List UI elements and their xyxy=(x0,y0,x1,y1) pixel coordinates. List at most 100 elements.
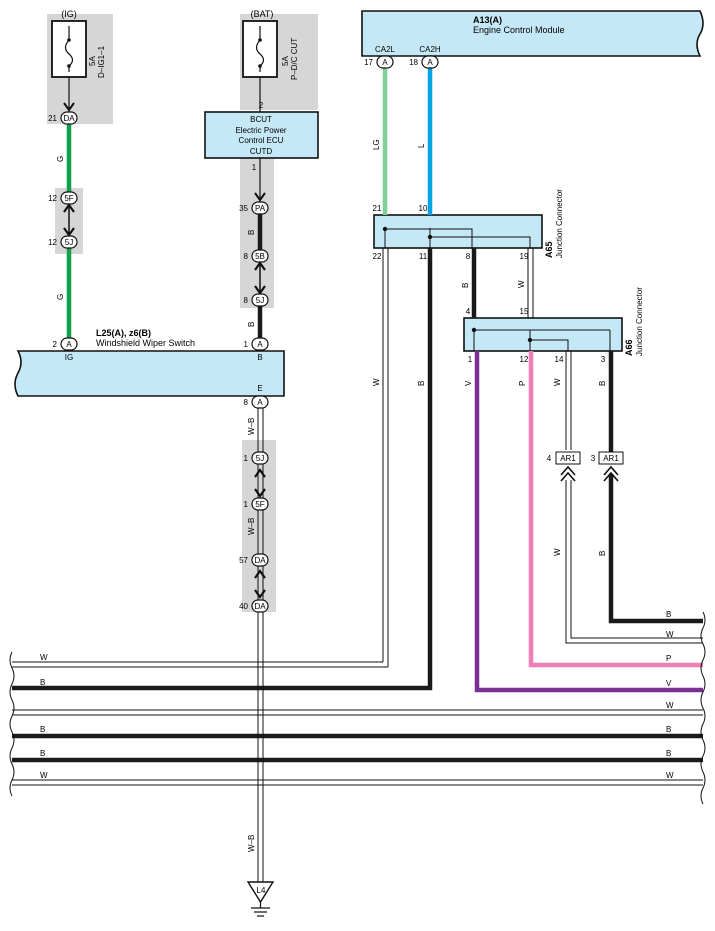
wire-label-v1: V xyxy=(464,380,473,386)
epc-name-1: Electric Power xyxy=(235,126,286,135)
epc-ecu-box xyxy=(204,111,319,159)
ig-source-label: (IG) xyxy=(61,9,77,19)
wire-label-w22: W xyxy=(372,378,381,386)
ar1-label-w: AR1 xyxy=(560,454,576,463)
pill-ig-a: A2 xyxy=(53,337,78,351)
wiper-pin-ig: IG xyxy=(65,353,73,362)
bus-label-r-b3: B xyxy=(666,749,671,758)
ar1-box-w xyxy=(555,451,581,465)
pill-gnd-da2-label: DA xyxy=(254,602,266,611)
bus-label-r-w3: W xyxy=(666,771,674,780)
wire-label-wb2: W–B xyxy=(247,518,256,535)
pill-ig-5f-label: 5F xyxy=(64,194,73,203)
bat-source-label: (BAT) xyxy=(251,9,274,19)
a66-internal-4 xyxy=(529,330,569,351)
a66-node-2 xyxy=(527,337,533,343)
a66-id: A66 xyxy=(624,339,634,356)
a66-pin-14: 14 xyxy=(555,355,564,364)
a65-id: A65 xyxy=(544,241,554,258)
bat-fuse-rating: 5A xyxy=(281,56,290,66)
a66-pin-4: 4 xyxy=(466,307,471,316)
wiper-name: Windshield Wiper Switch xyxy=(96,338,195,348)
bus-label-l-b2: B xyxy=(40,725,45,734)
wire-label-g2: G xyxy=(56,294,65,300)
a65-name: Junction Connector xyxy=(555,189,564,258)
bus-label-r-b1: B xyxy=(666,610,671,619)
pill-gnd-da1-pin-number: 57 xyxy=(239,556,248,565)
pill-bat-a-pin-number: 1 xyxy=(244,340,249,349)
a66-pin-3: 3 xyxy=(601,355,606,364)
pill-gnd-5j-label: 5J xyxy=(256,454,264,463)
ecm-pin-ca2h: CA2H xyxy=(419,45,441,54)
wire-b-ar1 xyxy=(608,474,703,624)
ig-fuse-rating: 5A xyxy=(88,56,97,66)
pill-ig-5j-pin-number: 12 xyxy=(48,238,57,247)
ground-icon xyxy=(246,881,275,917)
ar1-box-b xyxy=(598,451,624,465)
ecm-box xyxy=(361,10,704,57)
pill-bat-5b-pin-number: 8 xyxy=(244,252,249,261)
pill-bat-5j-label: 5J xyxy=(256,296,264,305)
a66-pin-15: 15 xyxy=(520,307,529,316)
epc-cutd: CUTD xyxy=(250,147,272,156)
bat-lower-shade xyxy=(240,158,274,308)
pill-ecm-a18-pin-number: 18 xyxy=(409,58,418,67)
wire-w-ar1b xyxy=(570,480,703,639)
wire-label-g1: G xyxy=(56,156,65,162)
a66-pin-1: 1 xyxy=(468,355,473,364)
ecm-id: A13(A) xyxy=(473,15,502,25)
wiper-switch-box xyxy=(14,350,285,397)
pill-gnd-a: A8 xyxy=(244,395,269,409)
wire-p-12 xyxy=(528,351,703,668)
wire-label-b8: B xyxy=(461,283,470,288)
wire-label-b11: B xyxy=(417,381,426,386)
pill-ecm-a18-label: A xyxy=(427,58,433,67)
bus-label-l-b1: B xyxy=(40,678,45,687)
pill-ig-5j-label: 5J xyxy=(65,238,73,247)
wire-v-1 xyxy=(474,351,703,693)
chevron-icon-ar1-w xyxy=(560,465,576,482)
pill-ecm-a18: A 18 xyxy=(409,55,439,69)
epc-pin-2: 2 xyxy=(259,101,264,110)
a65-pin-10: 10 xyxy=(419,204,428,213)
pill-gnd-5f-label: 5F xyxy=(255,500,264,509)
pill-bat-5j-pin-number: 8 xyxy=(244,296,249,305)
wire-label-p12: P xyxy=(518,381,527,386)
bus-label-r-w1: W xyxy=(666,630,674,639)
pill-gnd-5j-pin-number: 1 xyxy=(244,454,249,463)
wire-label-w-ar: W xyxy=(553,548,562,556)
bat-fuse xyxy=(242,20,278,78)
pill-ig-a-pin-number: 2 xyxy=(53,340,58,349)
ig-fuse xyxy=(51,20,87,78)
pill-gnd-a-label: A xyxy=(257,398,263,407)
pill-ig-5f-pin-number: 12 xyxy=(48,194,57,203)
wire-label-b1: B xyxy=(247,230,256,235)
a65-pin-22: 22 xyxy=(373,252,382,261)
pill-gnd-da1-label: DA xyxy=(254,556,266,565)
right-break-marks xyxy=(700,611,706,805)
pill-ig-da-label: DA xyxy=(63,114,75,123)
pill-ig-5f: 5F 12 xyxy=(48,191,78,205)
epc-name-2: Control ECU xyxy=(239,136,284,145)
pill-ig-da-pin-number: 21 xyxy=(48,114,57,123)
bus-label-r-v: V xyxy=(666,679,672,688)
chevron-icon-bat-5b xyxy=(254,261,266,295)
wire-b-11 xyxy=(12,248,433,691)
a65-pin-19: 19 xyxy=(520,252,529,261)
chevron-icon-ig-5f xyxy=(63,203,75,237)
junction-a66-box xyxy=(463,317,623,352)
wire-label-w14: W xyxy=(553,378,562,386)
chevron-icon-bat-pa xyxy=(254,192,266,202)
bus-label-l-w1: W xyxy=(40,653,48,662)
wiper-pin-b: B xyxy=(257,353,262,362)
pill-ecm-a17: A17 xyxy=(364,55,394,69)
ar1-pin-4: 4 xyxy=(547,454,552,463)
pill-gnd-5j: 5J 1 xyxy=(244,451,269,465)
ecm-pin-ca2l: CA2L xyxy=(375,45,396,54)
pill-bat-5b-label: 5B xyxy=(255,252,265,261)
ar1-pin-3: 3 xyxy=(591,454,596,463)
epc-pin-1: 1 xyxy=(252,163,257,172)
wire-label-b3: B xyxy=(598,381,607,386)
